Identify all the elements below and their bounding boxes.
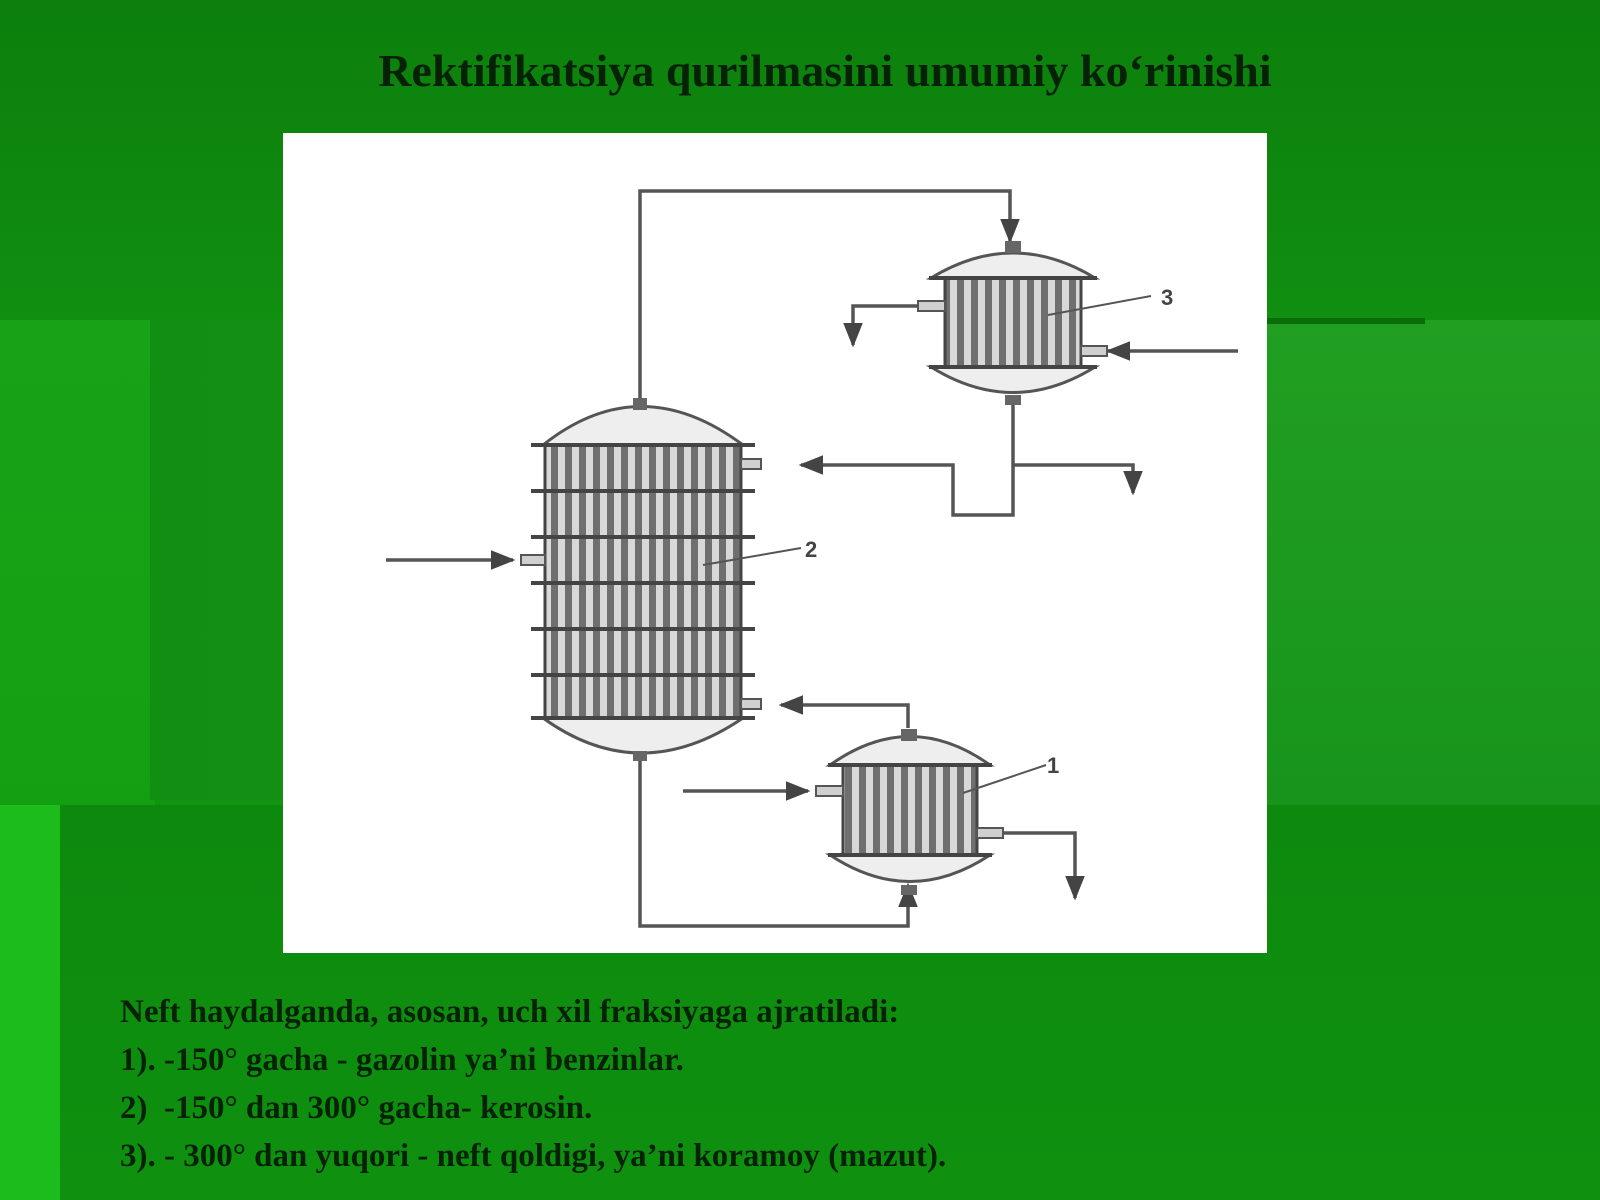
diagram-svg: 3 2 1 bbox=[386, 189, 1238, 928]
slide-title: Rektifikatsiya qurilmasini umumiy ko‘rin… bbox=[378, 45, 1272, 96]
caption-line-intro: Neft haydalganda, asosan, uch xil fraksi… bbox=[120, 994, 900, 1030]
rectification-diagram: 3 2 1 bbox=[283, 133, 1267, 953]
caption-line-gasoline: 1). -150° gacha - gazolin ya’ni benzinla… bbox=[120, 1042, 684, 1078]
caption-line-mazut: 3). - 300° dan yuqori - neft qoldigi, ya… bbox=[120, 1138, 947, 1174]
condenser bbox=[917, 241, 1108, 405]
piping bbox=[386, 189, 1238, 928]
rectification-column bbox=[520, 398, 762, 761]
label-column: 2 bbox=[805, 537, 817, 562]
leader-lines bbox=[702, 295, 1152, 794]
label-reboiler: 1 bbox=[1047, 753, 1059, 778]
fractions-description: Neft haydalganda, asosan, uch xil fraksi… bbox=[120, 988, 1540, 1180]
reboiler bbox=[815, 729, 1004, 895]
label-condenser: 3 bbox=[1161, 285, 1173, 310]
caption-line-kerosene: 2) -150° dan 300° gacha- kerosin. bbox=[120, 1090, 593, 1126]
